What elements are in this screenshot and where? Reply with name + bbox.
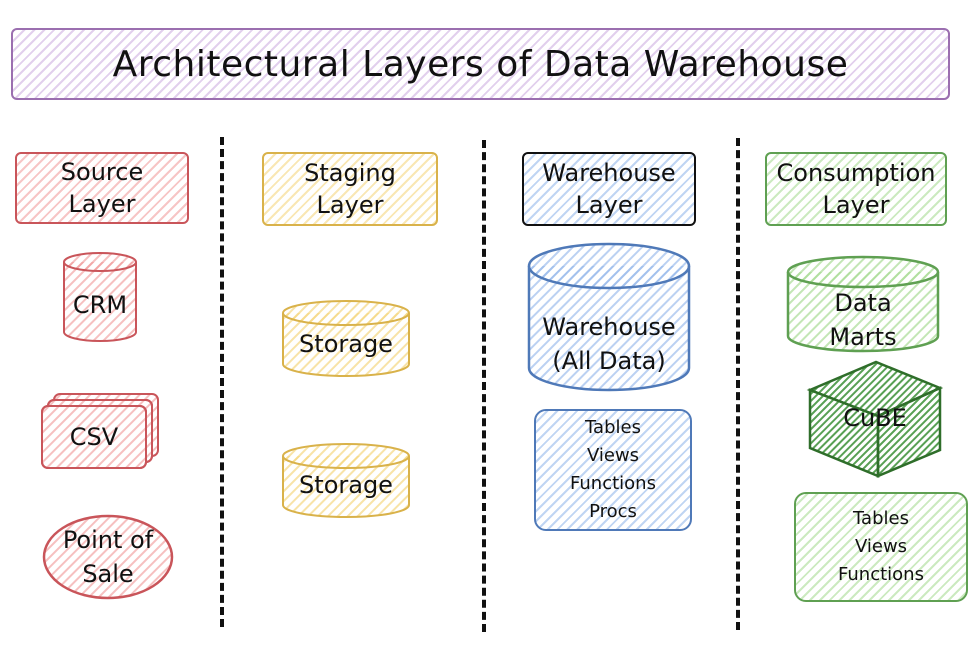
- staging-layer-label-line2: Layer: [316, 191, 384, 219]
- warehouse-object-procs: Procs: [589, 501, 637, 522]
- cube-icon: [806, 360, 944, 478]
- data-marts-label-line1: Data: [834, 289, 892, 317]
- warehouse-db-label-line1: Warehouse: [542, 313, 676, 341]
- source-layer-header: Source Layer: [15, 152, 189, 224]
- warehouse-object-functions: Functions: [570, 473, 656, 494]
- storage-2-label: Storage: [299, 471, 393, 499]
- warehouse-database: Warehouse (All Data): [527, 242, 691, 392]
- warehouse-objects-box: Tables Views Functions Procs: [534, 409, 692, 531]
- point-of-sale-ellipse-icon: [42, 514, 174, 600]
- divider-staging-warehouse: [482, 140, 486, 632]
- cube-label: CuBE: [843, 404, 907, 432]
- diagram-title: Architectural Layers of Data Warehouse: [11, 28, 950, 100]
- csv-files-icon: [41, 393, 159, 469]
- point-of-sale-source: Point of Sale: [42, 514, 174, 600]
- divider-source-staging: [220, 137, 224, 627]
- source-layer-label-line2: Layer: [68, 190, 136, 218]
- storage-cylinder-icon: [282, 443, 410, 518]
- storage-1-label: Storage: [299, 330, 393, 358]
- data-marts-label-line2: Marts: [829, 323, 897, 351]
- staging-layer-header: Staging Layer: [262, 152, 438, 226]
- pos-label-line1: Point of: [62, 526, 154, 554]
- consumption-object-tables: Tables: [853, 508, 909, 529]
- storage-cylinder-icon: [282, 300, 410, 377]
- csv-files: CSV: [41, 392, 160, 472]
- consumption-layer-label-line2: Layer: [822, 191, 890, 219]
- crm-label: CRM: [72, 291, 128, 319]
- warehouse-layer-label-line1: Warehouse: [542, 159, 676, 187]
- crm-database: CRM: [62, 252, 138, 342]
- warehouse-object-tables: Tables: [585, 417, 641, 438]
- pos-label-line2: Sale: [82, 560, 134, 588]
- source-layer-label-line1: Source: [60, 158, 144, 186]
- data-marts-cylinder-icon: [786, 255, 940, 353]
- warehouse-object-views: Views: [586, 445, 640, 466]
- consumption-objects-box: Tables Views Functions: [794, 492, 968, 602]
- diagram-title-text: Architectural Layers of Data Warehouse: [112, 43, 849, 85]
- data-marts-database: Data Marts: [786, 255, 940, 353]
- warehouse-db-label-line2: (All Data): [552, 347, 666, 375]
- staging-layer-label-line1: Staging: [304, 159, 396, 187]
- warehouse-cylinder-icon: [527, 242, 691, 392]
- csv-label: CSV: [69, 423, 119, 451]
- warehouse-layer-label-line2: Layer: [575, 191, 643, 219]
- warehouse-layer-header: Warehouse Layer: [522, 152, 696, 226]
- consumption-layer-header: Consumption Layer: [765, 152, 947, 226]
- staging-storage-1: Storage: [281, 300, 411, 378]
- consumption-layer-label-line1: Consumption: [776, 159, 936, 187]
- divider-warehouse-consumption: [736, 138, 740, 630]
- consumption-object-functions: Functions: [838, 564, 924, 585]
- crm-cylinder-icon: [63, 252, 137, 342]
- staging-storage-2: Storage: [281, 443, 411, 519]
- olap-cube: CuBE: [806, 360, 944, 478]
- consumption-object-views: Views: [854, 536, 908, 557]
